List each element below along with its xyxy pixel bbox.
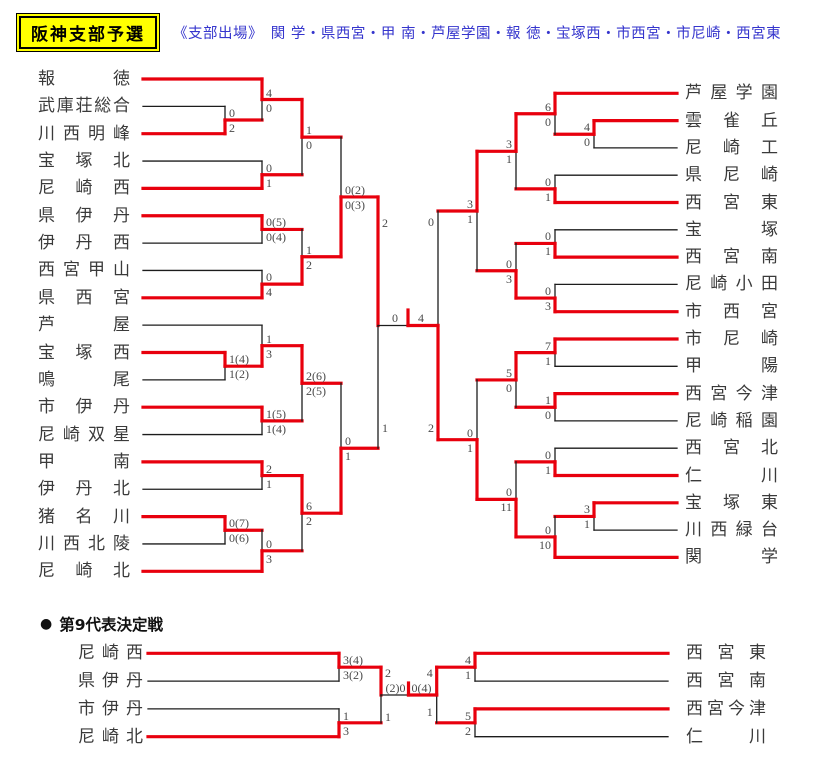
playoff-section-label: 第9代表決定戦 — [59, 616, 164, 634]
tournament-title-box: 阪神支部予選 — [16, 13, 160, 52]
page-title: 阪神支部予選 — [19, 16, 157, 49]
playoff-section-title: ● 第9代表決定戦 — [40, 613, 163, 635]
qualifiers-text: 《支部出場》 関 学・県西宮・甲 南・芦屋学園・報 徳・宝塚西・市西宮・市尼崎・… — [173, 26, 782, 42]
bullet-icon: ● — [40, 616, 53, 632]
